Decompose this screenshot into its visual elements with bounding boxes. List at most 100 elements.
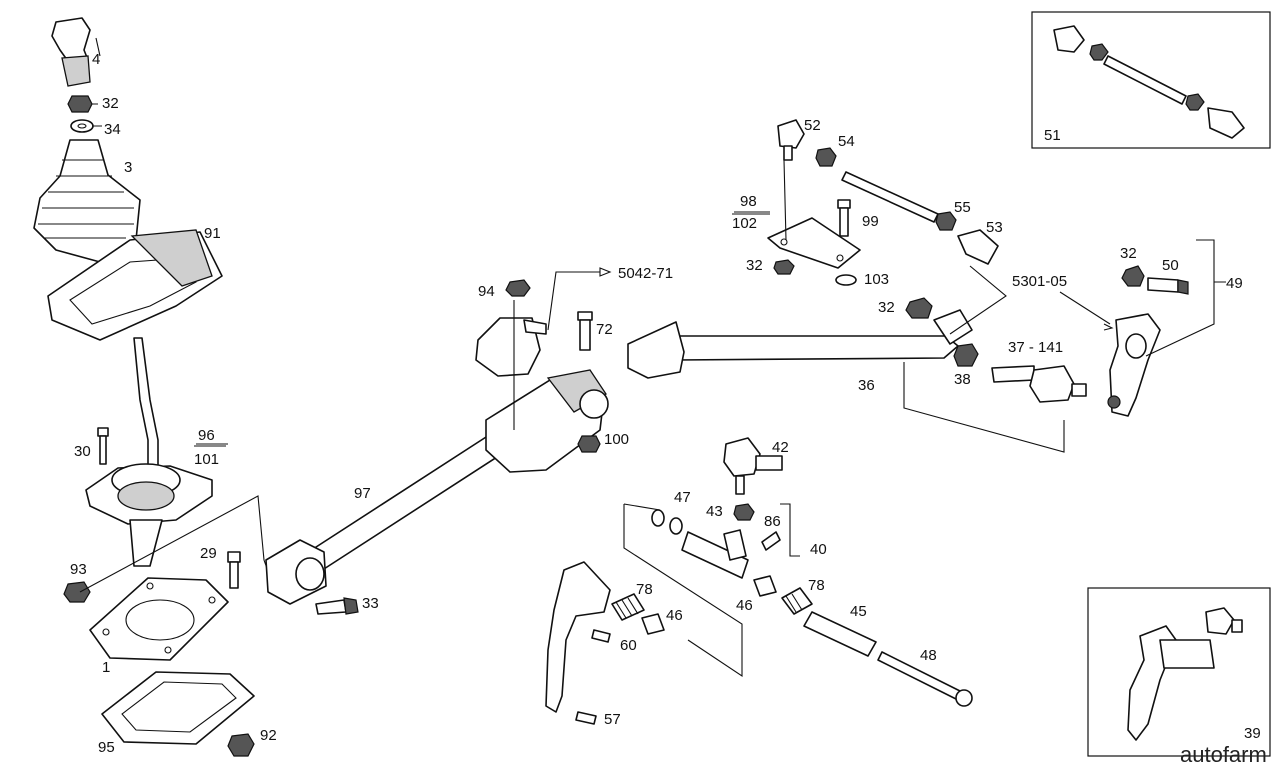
selector-housing	[485, 369, 609, 473]
bracket-49	[1145, 239, 1226, 357]
bracket-36	[903, 362, 1065, 453]
label-3: 3	[124, 159, 132, 176]
label-48: 48	[920, 647, 937, 664]
label-36: 36	[858, 377, 875, 394]
balljoint-37	[991, 365, 1087, 403]
label-45: 45	[850, 603, 867, 620]
tee-sleeve-40	[681, 529, 749, 579]
nut-38	[953, 343, 979, 367]
bolt-30	[97, 427, 109, 465]
arrow-5301	[1059, 291, 1114, 331]
label-78-left: 78	[636, 581, 653, 598]
washer-103	[835, 274, 857, 286]
part-labels: 4 32 34 3 91 30 96 101 93 29 1 95 92 97 …	[70, 51, 1261, 756]
label-39: 39	[1244, 725, 1261, 742]
label-94: 94	[478, 283, 495, 300]
gear-knob	[51, 17, 91, 87]
shift-rod-97	[265, 427, 515, 605]
bolt-29	[227, 551, 241, 589]
leader-lines-left	[79, 37, 277, 595]
arrow-5042	[547, 267, 612, 331]
label-95: 95	[98, 739, 115, 756]
balljoint-52	[777, 119, 805, 161]
label-49: 49	[1226, 275, 1243, 292]
label-42: 42	[772, 439, 789, 456]
label-102: 102	[732, 215, 757, 232]
label-32-upper: 32	[746, 257, 763, 274]
pin-86	[761, 531, 781, 551]
label-51: 51	[1044, 127, 1061, 144]
label-86: 86	[764, 513, 781, 530]
label-38: 38	[954, 371, 971, 388]
lever-arm-57	[545, 561, 611, 713]
nut-32-top	[67, 95, 93, 113]
nut-55	[935, 211, 957, 231]
nut-32-mid	[905, 297, 933, 319]
label-46-left: 46	[666, 607, 683, 624]
inset-51	[1031, 11, 1271, 149]
label-101: 101	[194, 451, 219, 468]
bracket-98-102	[767, 217, 861, 269]
balljoint-53	[957, 229, 999, 265]
fraction-bars	[194, 211, 770, 447]
label-97: 97	[354, 485, 371, 502]
label-96: 96	[198, 427, 215, 444]
rod-48	[877, 651, 973, 707]
label-1: 1	[102, 659, 110, 676]
bolt-57	[575, 711, 597, 725]
shift-boot	[33, 139, 141, 263]
label-52: 52	[804, 117, 821, 134]
label-53: 53	[986, 219, 1003, 236]
label-5301-05: 5301-05	[1012, 273, 1067, 290]
console-panel-91	[47, 229, 223, 341]
lever-housing-96-101	[85, 463, 213, 567]
bolt-60	[591, 629, 611, 643]
label-78-right: 78	[808, 577, 825, 594]
label-43: 43	[706, 503, 723, 520]
label-92: 92	[260, 727, 277, 744]
label-50: 50	[1162, 257, 1179, 274]
label-46-right: 46	[736, 597, 753, 614]
bracket-40	[623, 503, 800, 678]
bolt-72	[577, 311, 593, 351]
tube-45	[803, 611, 877, 657]
label-54: 54	[838, 133, 855, 150]
label-103: 103	[864, 271, 889, 288]
washers-47	[651, 509, 683, 535]
label-47: 47	[674, 489, 691, 506]
bushing-46b	[641, 613, 665, 635]
bolt-33	[315, 597, 359, 615]
label-57: 57	[604, 711, 621, 728]
bushing-46a	[753, 575, 777, 597]
nut-32-right	[1121, 265, 1145, 287]
label-4: 4	[92, 51, 100, 68]
label-72: 72	[596, 321, 613, 338]
nut-54	[815, 147, 837, 167]
gasket-plate-1	[89, 577, 229, 661]
label-32-top: 32	[102, 95, 119, 112]
watermark-logo: autofarm	[1180, 742, 1267, 767]
seal-plate-95	[101, 671, 255, 745]
bolt-99	[837, 199, 851, 237]
washer-34	[70, 119, 94, 133]
label-100: 100	[604, 431, 629, 448]
threaded-rod	[841, 171, 939, 223]
bracket-5042	[475, 317, 547, 377]
label-30: 30	[74, 443, 91, 460]
label-32-right: 32	[1120, 245, 1137, 262]
label-98: 98	[740, 193, 757, 210]
label-33: 33	[362, 595, 379, 612]
label-29: 29	[200, 545, 217, 562]
label-91: 91	[204, 225, 221, 242]
spring-78b	[781, 587, 813, 615]
label-93: 93	[70, 561, 87, 578]
label-34: 34	[104, 121, 121, 138]
label-5042-71: 5042-71	[618, 265, 673, 282]
label-60: 60	[620, 637, 637, 654]
nut-93	[63, 581, 91, 603]
bolt-50	[1147, 277, 1189, 295]
label-32-mid: 32	[878, 299, 895, 316]
nut-100	[577, 435, 601, 453]
label-37-141: 37 - 141	[1008, 339, 1063, 356]
